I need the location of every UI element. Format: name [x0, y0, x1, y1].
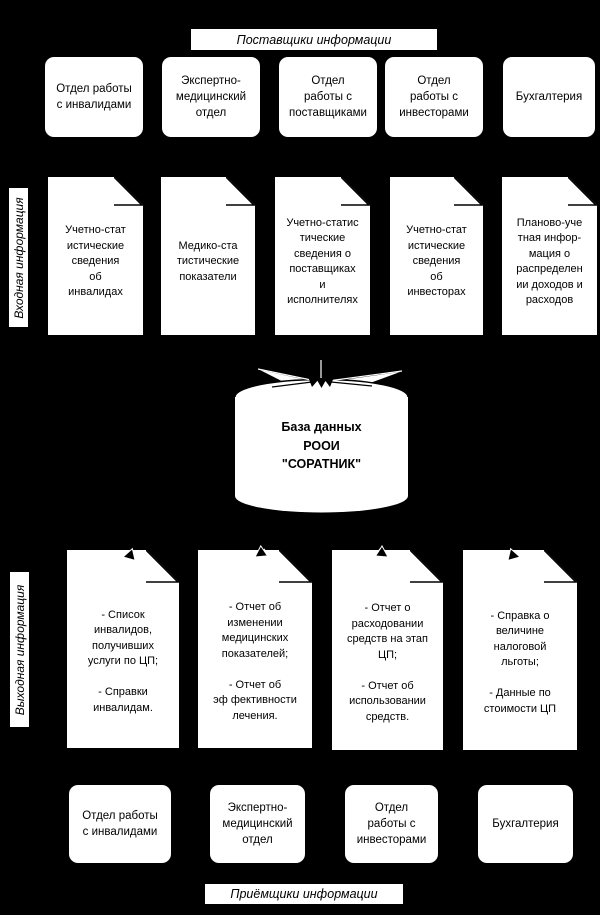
output-info-side-label: Выходная информация	[10, 572, 29, 727]
fold-icon	[454, 177, 483, 206]
input-document-text: Учетно-статис тические сведения о постав…	[286, 216, 359, 307]
input-connector-lines	[257, 360, 403, 382]
fold-icon	[146, 550, 179, 583]
output-arrowhead-icons	[121, 544, 522, 562]
fold-icon	[226, 177, 255, 206]
input-document-2: Медико-ста тистические показатели	[161, 177, 255, 335]
supplier-box-accounting: Бухгалтерия	[503, 57, 595, 137]
input-document-text: Медико-ста тистические показатели	[176, 239, 240, 283]
supplier-box-medical-dept: Экспертно- медицинский отдел	[162, 57, 260, 137]
fold-icon	[279, 550, 312, 583]
database-label: База данных РООИ "СОРАТНИК"	[281, 420, 362, 471]
fold-icon	[410, 550, 443, 583]
input-document-text: Планово-уче тная инфор- мация о распреде…	[516, 216, 583, 307]
input-document-text: Учетно-стат истические сведения об инвес…	[406, 224, 467, 299]
output-document-3: - Отчет о расходовании средств на этап Ц…	[332, 550, 443, 750]
input-document-1: Учетно-стат истические сведения об инвал…	[48, 177, 143, 335]
fold-icon	[568, 177, 597, 206]
inner-converge-lines	[271, 381, 373, 388]
fold-icon	[114, 177, 143, 206]
output-document-text: - Отчет о расходовании средств на этап Ц…	[347, 602, 428, 723]
fold-icon	[341, 177, 370, 206]
supplier-box-disabled-dept: Отдел работы с инвалидами	[45, 57, 143, 137]
output-connector-stubs	[123, 548, 521, 557]
suppliers-header-label: Поставщики информации	[191, 29, 437, 50]
arrowhead-cluster-icon	[308, 377, 334, 388]
fold-icon	[544, 550, 577, 583]
input-document-5: Планово-уче тная инфор- мация о распреде…	[502, 177, 597, 335]
suppliers-header-text: Поставщики информации	[236, 32, 392, 47]
output-document-4: - Справка о величине налоговой льготы; -…	[463, 550, 577, 750]
output-document-2: - Отчет об изменении медицинских показат…	[198, 550, 312, 748]
input-document-3: Учетно-статис тические сведения о постав…	[275, 177, 370, 335]
receiver-box-investors-dept: Отдел работы с инвесторами	[345, 785, 438, 863]
input-document-text: Учетно-стат истические сведения об инвал…	[65, 224, 126, 299]
output-document-1: - Список инвалидов, получивших услуги по…	[67, 550, 179, 748]
output-document-text: - Справка о величине налоговой льготы; -…	[483, 609, 557, 715]
receivers-footer-label: Приёмщики информации	[205, 884, 403, 904]
output-document-text: - Отчет об изменении медицинских показат…	[213, 601, 297, 722]
supplier-box-investors-dept: Отдел работы с инвесторами	[385, 57, 483, 137]
receivers-footer-text: Приёмщики информации	[230, 887, 378, 901]
receiver-box-disabled-dept: Отдел работы с инвалидами	[69, 785, 171, 863]
receiver-box-accounting: Бухгалтерия	[478, 785, 573, 863]
input-info-side-label: Входная информация	[9, 188, 28, 327]
receiver-box-medical-dept: Экспертно- медицинский отдел	[210, 785, 305, 863]
output-document-text: - Список инвалидов, получивших услуги по…	[87, 608, 159, 714]
supplier-box-vendors-dept: Отдел работы с поставщиками	[279, 57, 377, 137]
input-document-4: Учетно-стат истические сведения об инвес…	[390, 177, 483, 335]
database-cylinder-icon	[234, 370, 409, 513]
